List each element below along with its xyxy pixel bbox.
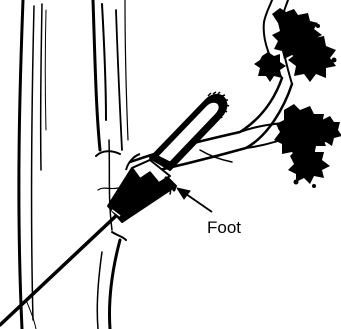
- callout-label-foot: Foot: [207, 219, 241, 236]
- callout-arrow: [177, 188, 212, 212]
- tree-branch: [130, 0, 296, 176]
- tree-trunk: [19, 0, 128, 329]
- foliage: [254, 8, 341, 188]
